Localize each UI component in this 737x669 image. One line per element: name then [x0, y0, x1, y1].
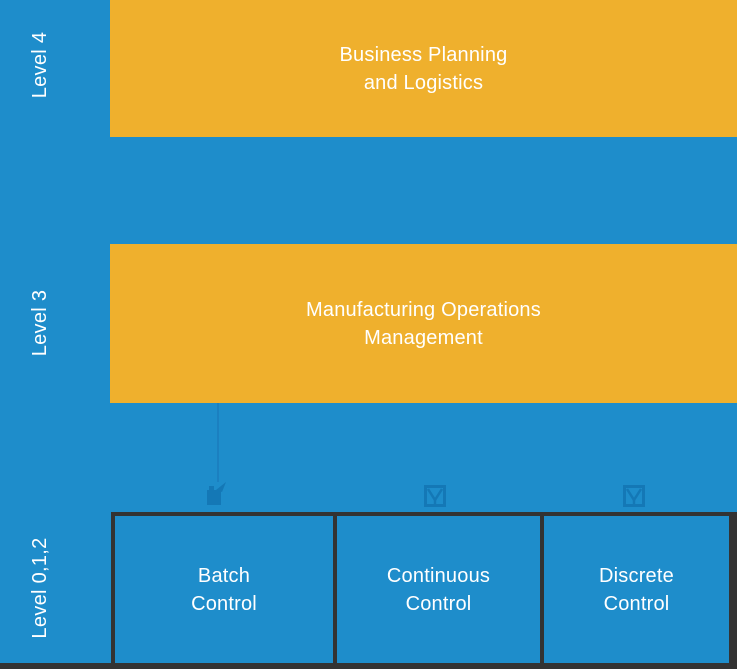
batch-control-label-line2: Control — [191, 592, 257, 615]
bottom-edge-bar — [0, 663, 737, 669]
funnel-icon — [622, 482, 646, 508]
batch-control-label-line1: Batch — [197, 564, 251, 587]
level3-side-label: Level 3 — [29, 289, 51, 357]
funnel-icon — [423, 482, 447, 508]
continuous-control-label-line2: Control — [405, 592, 472, 615]
continuous-control-label-line1: Continuous — [386, 564, 491, 587]
business-planning-box: Business Planning and Logistics — [110, 0, 737, 137]
discrete-control-label-line1: Discrete — [599, 564, 674, 587]
level012-control-group: Batch Control Continuous Control Discret… — [111, 512, 737, 669]
level012-side-label: Level 0,1,2 — [29, 537, 51, 639]
level3-to-batch-connector-line — [217, 403, 219, 482]
manufacturing-operations-box-title-line2: Management — [364, 326, 483, 349]
level4-side-label: Level 4 — [29, 31, 51, 99]
business-planning-box-title-line1: Business Planning — [339, 43, 508, 66]
discrete-control-box: Discrete Control — [544, 516, 729, 663]
batch-control-box: Batch Control — [115, 516, 333, 663]
discrete-control-label-line2: Control — [603, 592, 670, 615]
business-planning-box-title-line2: and Logistics — [363, 71, 484, 94]
manufacturing-operations-box: Manufacturing Operations Management — [110, 244, 737, 403]
batch-vessel-icon — [203, 480, 227, 506]
continuous-control-box: Continuous Control — [337, 516, 540, 663]
manufacturing-operations-box-title-line1: Manufacturing Operations — [306, 298, 541, 321]
